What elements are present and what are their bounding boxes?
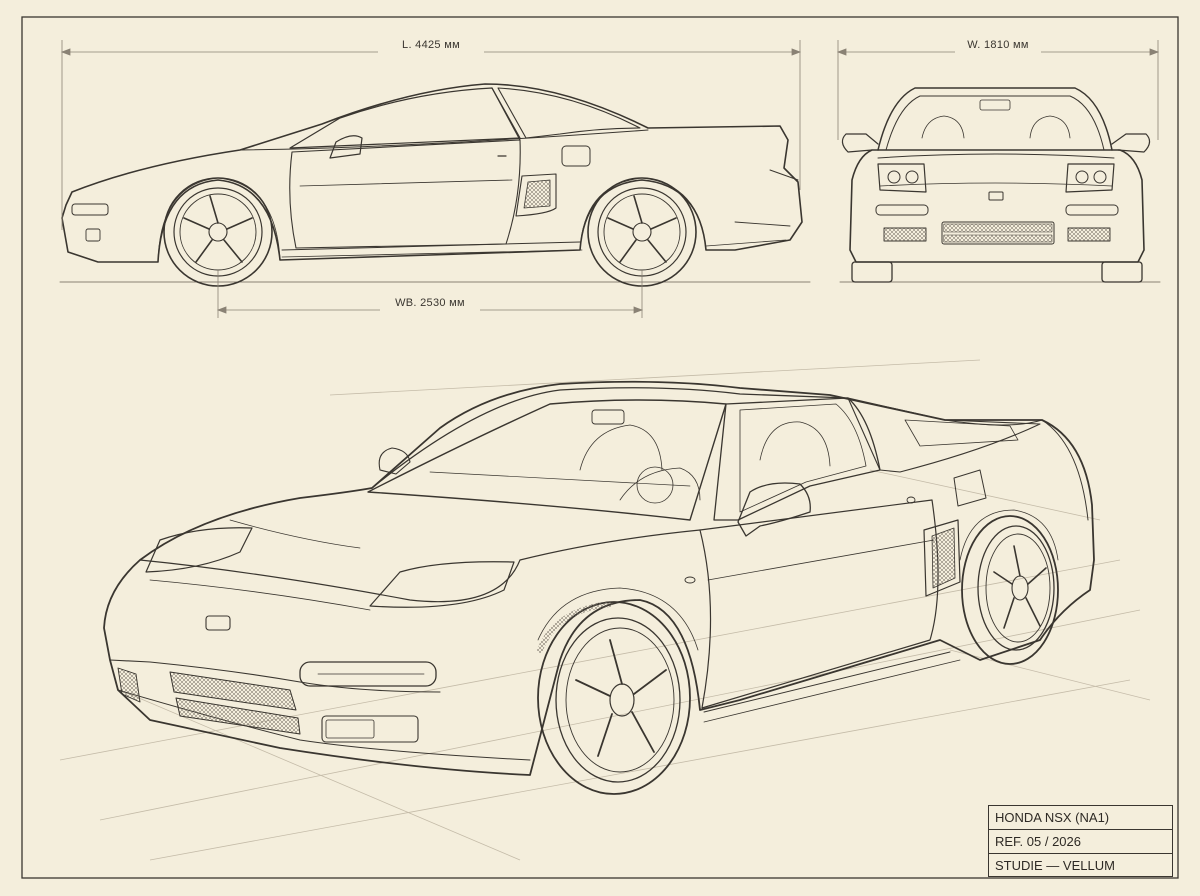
title-block: HONDA NSX (NA1) REF. 05 / 2026 STUDIE — … bbox=[988, 805, 1173, 877]
length-dimension bbox=[60, 40, 802, 230]
title-block-studio: STUDIE — VELLUM bbox=[995, 858, 1115, 873]
title-block-model: HONDA NSX (NA1) bbox=[989, 806, 1172, 830]
width-dimension bbox=[836, 40, 1160, 140]
side-view bbox=[59, 83, 811, 287]
front-view bbox=[839, 87, 1161, 283]
wheelbase-dimension bbox=[216, 270, 644, 318]
perspective-construction-lines bbox=[59, 359, 1151, 861]
wheelbase-label: WB. 2530 мм bbox=[395, 297, 465, 309]
perspective-view bbox=[103, 380, 1095, 795]
length-label: L. 4425 мм bbox=[402, 39, 460, 51]
width-label: W. 1810 мм bbox=[967, 39, 1029, 51]
title-block-reference: REF. 05 / 2026 bbox=[989, 830, 1172, 854]
sheet-border bbox=[21, 16, 1179, 879]
